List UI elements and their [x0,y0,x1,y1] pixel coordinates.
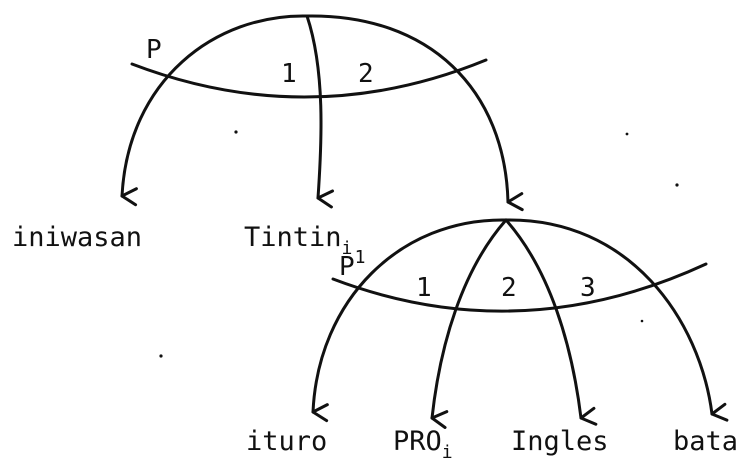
top-arc-1 [305,14,335,209]
embedded-clause-stratum-line [331,262,708,313]
embedded-predicate-label-text: P [339,252,355,282]
scan-speck [159,354,163,358]
terminal-pro-subscript: i [442,442,453,463]
top-arc-number-1: 1 [281,59,297,89]
top-clause: P 1 2 iniwasan Tintini [12,14,524,259]
terminal-ingles: Ingles [511,426,609,457]
embedded-predicate-arc [311,218,508,423]
top-arc-number-2: 2 [358,59,374,89]
terminal-tintin: Tintini [244,222,352,259]
terminal-pro-text: PRO [393,426,442,457]
embedded-arc-number-1: 1 [416,273,432,303]
embedded-arc-number-2: 2 [501,273,517,303]
embedded-arc-2 [504,218,598,426]
embedded-arc-3 [504,218,729,422]
terminal-bata: bata [673,426,738,457]
embedded-clause: P1 1 2 3 ituro PROi Ingles bata [246,218,738,463]
terminal-ituro: ituro [246,426,327,457]
top-clause-stratum-line [130,58,488,99]
embedded-arc-1 [430,218,508,429]
top-predicate-label: P [146,35,162,65]
top-predicate-arc [120,14,309,207]
scan-speck [625,132,629,136]
scan-speck [675,183,679,187]
scan-speck [234,130,238,134]
terminal-tintin-text: Tintin [244,222,342,253]
embedded-arc-number-3: 3 [580,273,596,303]
terminal-pro: PROi [393,426,453,463]
embedded-predicate-label: P1 [339,247,366,282]
scan-specks [159,130,679,358]
terminal-tintin-subscript: i [342,238,353,259]
top-arc-2 [305,14,524,212]
scan-speck [640,319,644,323]
terminal-iniwasan: iniwasan [12,222,142,253]
embedded-predicate-superscript: 1 [355,247,366,268]
